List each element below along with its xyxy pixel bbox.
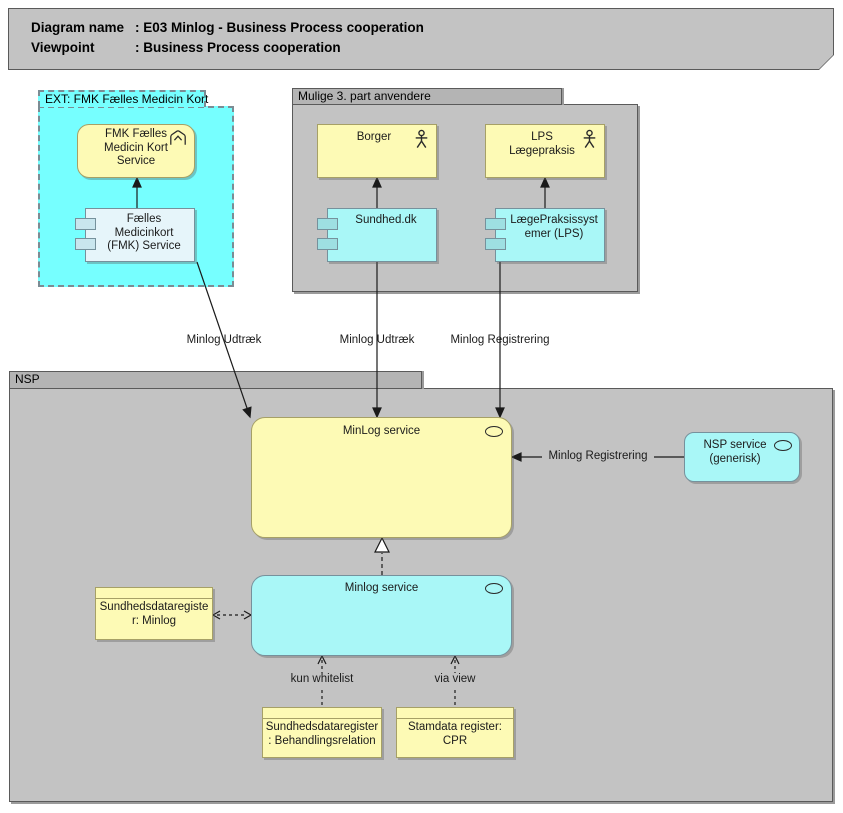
- group-tab-mulige[interactable]: Mulige 3. part anvendere: [292, 88, 562, 105]
- viewpoint-row: Viewpoint : Business Process cooperation: [31, 38, 833, 58]
- group-tab-ext-fmk[interactable]: EXT: FMK Fælles Medicin Kort: [38, 90, 209, 107]
- component-icon: [485, 238, 506, 250]
- actor-icon: [415, 129, 428, 148]
- node-fmk-component-label: Fælles Medicinkort (FMK) Service: [107, 213, 181, 252]
- edge-label-minlog-registrering-lps: Minlog Registrering: [450, 334, 550, 346]
- node-nsp-service-generisk[interactable]: NSP service (generisk): [684, 432, 800, 482]
- diagram-name-value: : E03 Minlog - Business Process cooperat…: [135, 20, 424, 35]
- data-object-band-icon: [96, 588, 212, 599]
- node-faelles-medicinkort-fmk-service[interactable]: Fælles Medicinkort (FMK) Service: [75, 208, 195, 262]
- node-minlog-service-component[interactable]: Minlog service: [251, 575, 512, 656]
- component-icon: [485, 218, 506, 230]
- edge-label-minlog-registrering-nsp: Minlog Registrering: [542, 450, 654, 464]
- node-borger[interactable]: Borger: [317, 124, 437, 178]
- node-sundhed-dk[interactable]: Sundhed.dk: [317, 208, 437, 262]
- edge-label-minlog-udtraek-fmk: Minlog Udtræk: [186, 334, 262, 346]
- service-oval-icon: [485, 583, 503, 594]
- node-lps-actor-label: LPS Lægepraksis: [509, 131, 575, 157]
- node-lps-laegepraksis[interactable]: LPS Lægepraksis: [485, 124, 605, 178]
- node-cpr-label: Stamdata register: CPR: [408, 721, 502, 747]
- group-tab-nsp[interactable]: NSP: [9, 371, 422, 389]
- chevron-marker-icon: [170, 130, 186, 145]
- data-object-band-icon: [263, 708, 381, 719]
- service-oval-icon: [485, 426, 503, 437]
- node-minlog-service-comp-label: Minlog service: [344, 582, 419, 594]
- node-sundhed-label: Sundhed.dk: [355, 214, 417, 226]
- node-laegepraksissystemer-lps[interactable]: LægePraksissystemer (LPS): [485, 208, 605, 262]
- node-minlog-service-application[interactable]: MinLog service: [251, 417, 512, 538]
- node-sdr-minlog-label: Sundhedsdataregister: Minlog: [99, 601, 209, 627]
- node-sundhedsdataregister-behandlingsrelation[interactable]: Sundhedsdataregister: Behandlingsrelatio…: [262, 707, 382, 758]
- component-icon: [317, 218, 338, 230]
- edge-label-minlog-udtraek-sundhed: Minlog Udtræk: [339, 334, 415, 346]
- viewpoint-label: Viewpoint: [31, 40, 95, 55]
- data-object-band-icon: [397, 708, 513, 719]
- node-fmk-faelles-medicin-kort-service[interactable]: FMK Fælles Medicin Kort Service: [77, 124, 195, 178]
- node-fmk-service-label: FMK Fælles Medicin Kort Service: [104, 128, 168, 167]
- viewpoint-value: : Business Process cooperation: [135, 40, 341, 55]
- edge-label-kun-whitelist: kun whitelist: [281, 673, 363, 687]
- node-lps-system-label: LægePraksissystemer (LPS): [510, 214, 598, 240]
- component-icon: [317, 238, 338, 250]
- group-mulige-label: Mulige 3. part anvendere: [298, 89, 431, 103]
- node-nsp-service-label: NSP service (generisk): [703, 439, 767, 465]
- group-nsp-label: NSP: [15, 372, 40, 386]
- node-borger-label: Borger: [356, 131, 392, 143]
- title-block-inner: Diagram name : E03 Minlog - Business Pro…: [9, 9, 833, 69]
- title-block: Diagram name : E03 Minlog - Business Pro…: [8, 8, 834, 70]
- component-icon: [75, 238, 96, 250]
- node-sundhedsdataregister-minlog[interactable]: Sundhedsdataregister: Minlog: [95, 587, 213, 640]
- service-oval-icon: [774, 440, 792, 451]
- node-minlog-service-app-label: MinLog service: [342, 425, 421, 437]
- edge-label-via-view: via view: [421, 673, 489, 687]
- node-stamdata-register-cpr[interactable]: Stamdata register: CPR: [396, 707, 514, 758]
- component-icon: [75, 218, 96, 230]
- diagram-name-row: Diagram name : E03 Minlog - Business Pro…: [31, 18, 833, 38]
- actor-icon: [583, 129, 596, 148]
- diagram-name-label: Diagram name: [31, 20, 125, 35]
- group-ext-fmk-label: EXT: FMK Fælles Medicin Kort: [45, 92, 209, 106]
- node-sdr-behandling-label: Sundhedsdataregister: Behandlingsrelatio…: [265, 721, 379, 747]
